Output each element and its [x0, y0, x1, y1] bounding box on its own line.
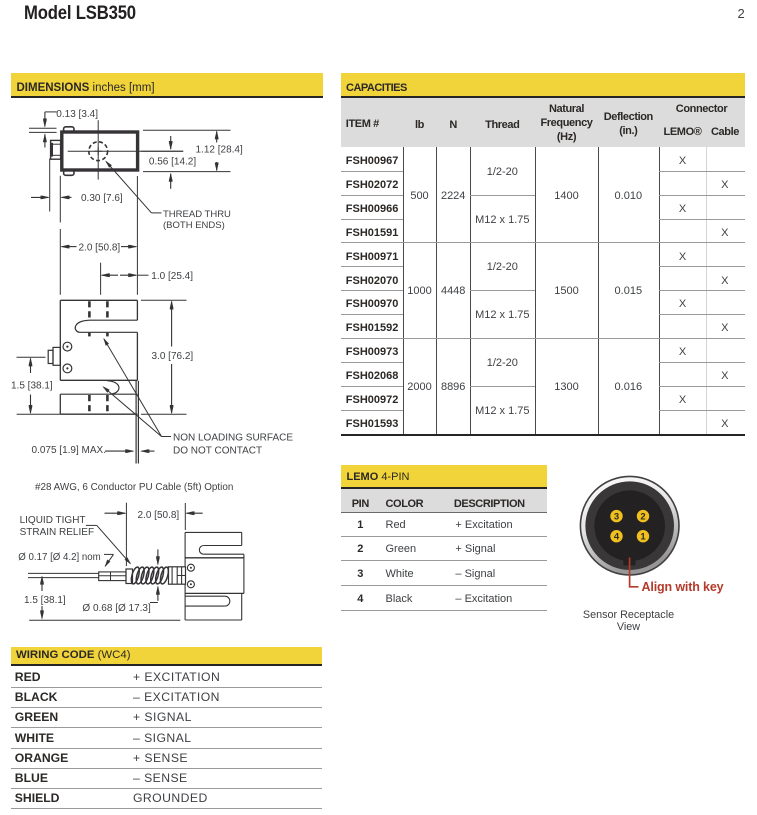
svg-text:1.0 [25.4]: 1.0 [25.4] — [151, 271, 193, 282]
svg-text:1.5 [38.1]: 1.5 [38.1] — [24, 595, 66, 606]
svg-text:2.0 [50.8]: 2.0 [50.8] — [79, 242, 121, 253]
svg-text:DO NOT CONTACT: DO NOT CONTACT — [173, 445, 262, 456]
svg-text:4: 4 — [614, 532, 620, 543]
svg-text:LIQUID TIGHT: LIQUID TIGHT — [20, 515, 86, 526]
svg-text:Ø 0.17 [Ø 4.2] nom: Ø 0.17 [Ø 4.2] nom — [18, 552, 100, 563]
svg-text:THREAD THRU: THREAD THRU — [163, 209, 231, 220]
svg-text:#28 AWG, 6 Conductor PU Cable: #28 AWG, 6 Conductor PU Cable (5ft) Opti… — [35, 482, 233, 493]
svg-text:3.0 [76.2]: 3.0 [76.2] — [152, 351, 194, 362]
svg-text:2: 2 — [640, 512, 645, 523]
svg-text:Ø 0.68 [Ø 17.3]: Ø 0.68 [Ø 17.3] — [82, 603, 151, 614]
svg-text:1.5 [38.1]: 1.5 [38.1] — [11, 380, 53, 391]
svg-text:3: 3 — [614, 512, 619, 523]
svg-text:1.12 [28.4]: 1.12 [28.4] — [196, 145, 243, 156]
svg-text:STRAIN RELIEF: STRAIN RELIEF — [20, 527, 94, 538]
svg-text:1: 1 — [640, 532, 646, 543]
svg-text:0.30 [7.6]: 0.30 [7.6] — [81, 193, 123, 204]
svg-text:2.0 [50.8]: 2.0 [50.8] — [138, 510, 180, 521]
svg-text:NON LOADING SURFACE: NON LOADING SURFACE — [173, 432, 293, 443]
svg-text:(BOTH ENDS): (BOTH ENDS) — [163, 220, 225, 231]
svg-text:0.56 [14.2]: 0.56 [14.2] — [149, 156, 196, 167]
svg-text:0.13 [3.4]: 0.13 [3.4] — [56, 109, 98, 120]
svg-text:0.075 [1.9] MAX.: 0.075 [1.9] MAX. — [32, 445, 107, 456]
